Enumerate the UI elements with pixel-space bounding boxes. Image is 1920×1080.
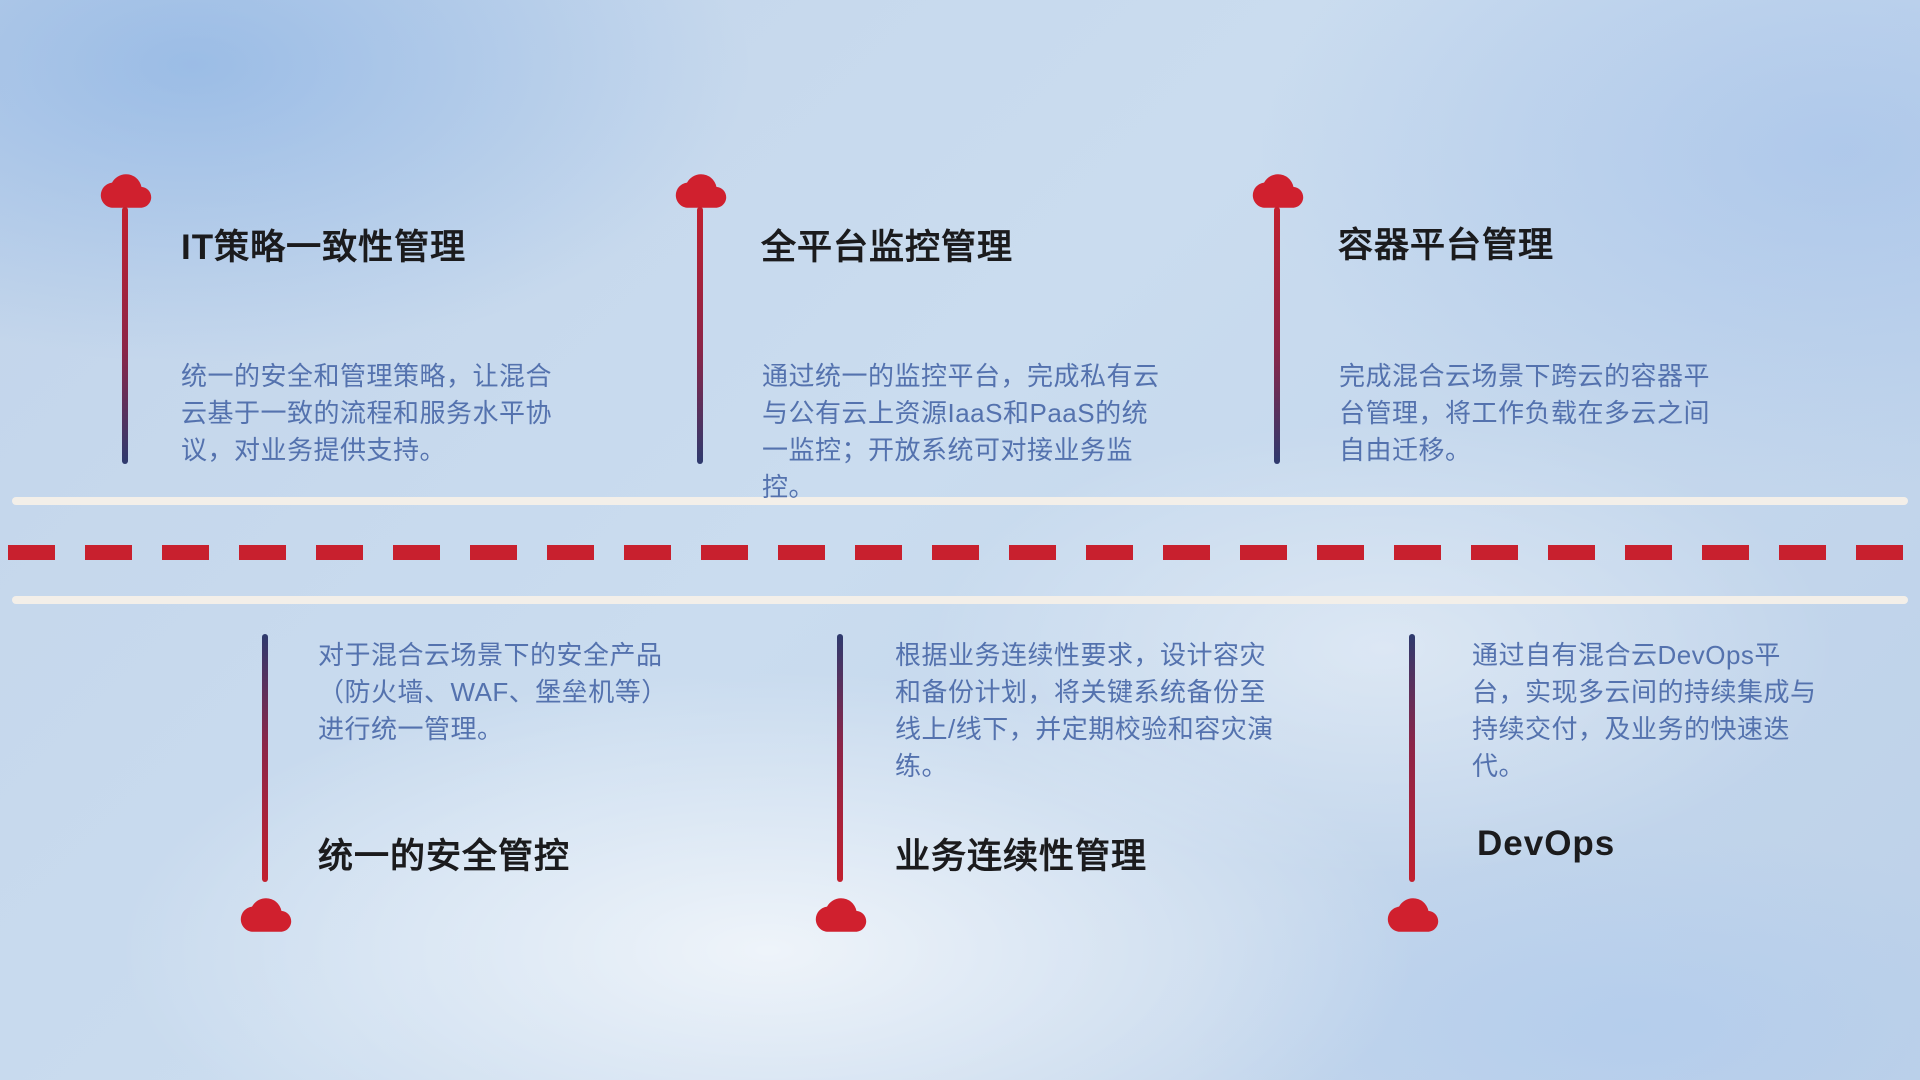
road-center-dashed-line [8,545,1912,560]
milestone-stem-line [122,207,128,464]
milestone-stem-line [1274,207,1280,464]
cloud-icon [1249,170,1307,212]
milestone-description: 完成混合云场景下跨云的容器平台管理，将工作负载在多云之间自由迁移。 [1339,361,1711,465]
cloud-icon [237,894,295,936]
milestone-description: 统一的安全和管理策略，让混合云基于一致的流程和服务水平协议，对业务提供支持。 [181,361,553,465]
milestone-description: 通过自有混合云DevOps平台，实现多云间的持续集成与持续交付，及业务的快速迭代… [1472,640,1817,781]
cloud-icon [812,894,870,936]
milestone-description: 对于混合云场景下的安全产品（防火墙、WAF、堡垒机等）进行统一管理。 [318,640,668,744]
road-top-edge-line [12,497,1908,505]
cloud-icon [97,170,155,212]
milestone-title: DevOps [1477,824,1616,863]
cloud-icon [672,170,730,212]
milestone-description: 通过统一的监控平台，完成私有云与公有云上资源IaaS和PaaS的统一监控；开放系… [762,361,1160,502]
milestone-title: IT策略一致性管理 [181,228,467,267]
milestone-title: 全平台监控管理 [761,228,1014,267]
milestone-title: 统一的安全管控 [318,837,571,876]
cloud-icon [1384,894,1442,936]
milestone-title: 业务连续性管理 [895,837,1148,876]
milestone-stem-line [262,634,268,882]
milestone-description: 根据业务连续性要求，设计容灾和备份计划，将关键系统备份至线上/线下，并定期校验和… [895,640,1274,781]
road-bottom-edge-line [12,596,1908,604]
milestone-stem-line [837,634,843,882]
milestone-title: 容器平台管理 [1338,226,1555,265]
milestone-stem-line [1409,634,1415,882]
milestone-stem-line [697,207,703,464]
